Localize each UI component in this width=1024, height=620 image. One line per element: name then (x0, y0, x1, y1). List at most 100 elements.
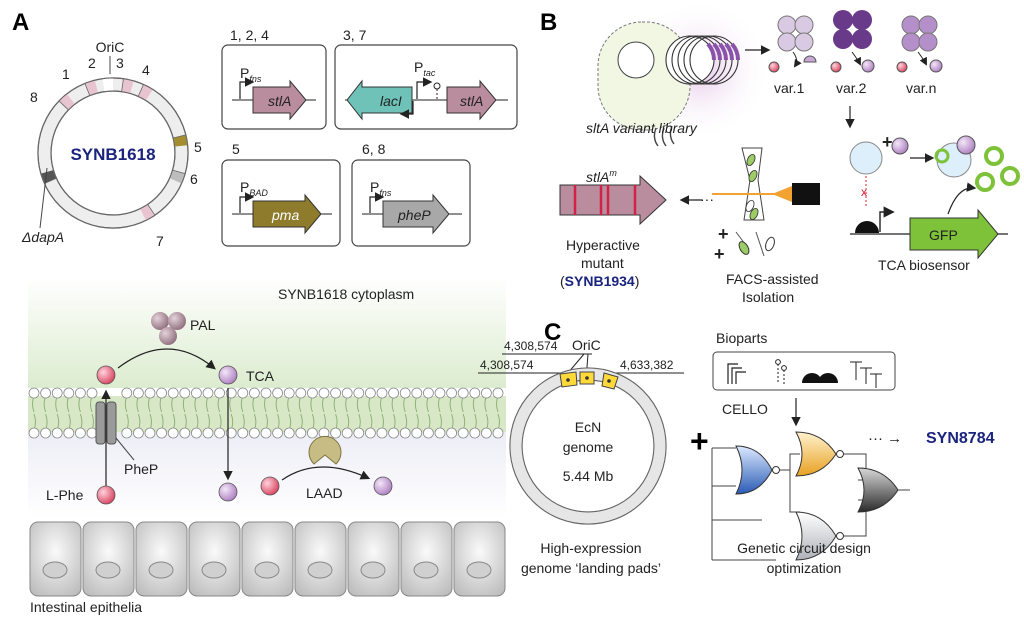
phep-transporter (95, 401, 117, 445)
lphe-label: L-Phe (46, 487, 84, 503)
plasmid-segment (140, 204, 155, 220)
plasmid-pos-4: 4 (142, 62, 150, 78)
plasmid-pos-8: 8 (30, 89, 38, 105)
mutant-label-2: mutant (581, 255, 624, 271)
plasmid-segment (102, 78, 114, 92)
epithelial-cell (29, 521, 82, 597)
epithelial-cell (400, 521, 453, 597)
final-strain: SYN8784 (926, 430, 995, 447)
cello-label: CELLO (722, 401, 768, 417)
construct-3-ids: 5 (232, 141, 240, 157)
plasmid-segment (59, 94, 75, 110)
genome-label-1: EcN (575, 419, 601, 435)
construct-1-promoter: Pfns (240, 65, 262, 84)
plasmid-map (37, 77, 189, 229)
library-label: sltA variant library (586, 120, 698, 136)
svg-text:+: + (714, 244, 725, 264)
epithelial-cell (241, 521, 294, 597)
variant-2 (830, 10, 875, 73)
plasmid-pos-3: 3 (116, 55, 124, 71)
genome-size: 5.44 Mb (563, 468, 614, 484)
panel-c-label: C (544, 319, 561, 346)
construct-3-promoter: PBAD (240, 179, 268, 198)
epithelial-cell (135, 521, 188, 597)
pal-label: PAL (190, 317, 216, 333)
epithelial-cell (453, 521, 506, 597)
construct-2-promoter: Ptac (414, 59, 436, 78)
construct-4-promoter: Pfns (370, 179, 392, 198)
facs-label-1: FACS-assisted (726, 271, 819, 287)
bioparts-box (712, 351, 896, 391)
mutant-label-1: Hyperactive (566, 237, 640, 253)
epithelial-cell (82, 521, 135, 597)
construct-2-ids: 3, 7 (343, 27, 367, 43)
epithelial-cell (188, 521, 241, 597)
plasmid-pos-7: 7 (156, 233, 164, 249)
svg-text:+: + (718, 224, 729, 244)
bacterium (597, 21, 691, 147)
construct-3-gene: pma (271, 207, 299, 223)
ecn-genome (509, 367, 667, 525)
variant-1 (768, 15, 817, 73)
plasmid-segment (41, 170, 56, 184)
epithelial-cell (347, 521, 400, 597)
cytoplasm-title: SYNB1618 cytoplasm (278, 286, 414, 302)
coord-3: 4,633,382 (620, 358, 674, 372)
genome-caption-1: High-expression (540, 540, 641, 556)
plus-sign: + (690, 423, 709, 459)
variant-1-label: var.1 (774, 80, 805, 96)
plasmid-segment (138, 84, 153, 101)
panel-a-label: A (12, 9, 29, 36)
genome-label-2: genome (563, 439, 614, 455)
construct-4-gene: pheP (397, 207, 431, 223)
construct-1-gene: stlA (268, 93, 291, 109)
epithelial-cell (294, 521, 347, 597)
gfp-gene-arrow (909, 208, 999, 260)
biosensor-label: TCA biosensor (878, 257, 970, 273)
facs-device: + + (712, 147, 820, 264)
plasmid-segment (121, 79, 134, 93)
gfp-label: GFP (929, 227, 958, 243)
variant-n-label: var.n (906, 80, 936, 96)
laad-label: LAAD (306, 485, 343, 501)
dapa-deletion-label: ΔdapA (21, 229, 64, 245)
mutant-strain: (SYNB1934) (560, 273, 639, 289)
genome-oric: OriC (572, 337, 601, 353)
plasmid-pos-6: 6 (190, 171, 198, 187)
laad-enzyme (308, 435, 342, 465)
pal-enzyme (151, 312, 186, 345)
stla-gene-arrow-2 (446, 79, 497, 121)
phep-gene-arrow (382, 193, 450, 235)
svg-text:··· →: ··· → (868, 430, 902, 447)
plasmid-pos-1: 1 (62, 66, 70, 82)
coord-2: 4,308,574 (480, 358, 534, 372)
plasmid-pos-5: 5 (194, 139, 202, 155)
plasmid-segment (173, 134, 188, 147)
hyperactive-gene-arrow (559, 174, 667, 226)
plasmid-library (665, 35, 741, 85)
plasmid-name: SYNB1618 (70, 145, 155, 164)
intestinal-epithelia (29, 521, 506, 597)
tca-molecule (218, 365, 238, 385)
phep-label: PheP (124, 461, 158, 477)
tca-molecule-3 (373, 476, 393, 496)
bioparts-label: Bioparts (716, 330, 767, 346)
biopart-icons (727, 359, 882, 388)
construct-4-ids: 6, 8 (362, 141, 386, 157)
mutant-gene-label: stlAm (586, 168, 617, 185)
tca-biosensor: + x (849, 132, 1020, 260)
plasmid-segment (170, 170, 185, 184)
panel-b-label: B (540, 9, 557, 36)
coord-1: 4,308,574 (504, 339, 558, 353)
variant-2-label: var.2 (836, 80, 867, 96)
phe-molecule (96, 365, 116, 385)
stla-gene-arrow (252, 79, 307, 121)
tca-label: TCA (246, 368, 275, 384)
tca-molecule-lumen (218, 482, 238, 502)
svg-text:x: x (861, 185, 867, 199)
svg-text:···: ··· (700, 191, 714, 207)
genetic-circuit (711, 431, 910, 561)
epithelia-label: Intestinal epithelia (30, 599, 142, 615)
circuit-caption-1: Genetic circuit design (737, 540, 871, 556)
